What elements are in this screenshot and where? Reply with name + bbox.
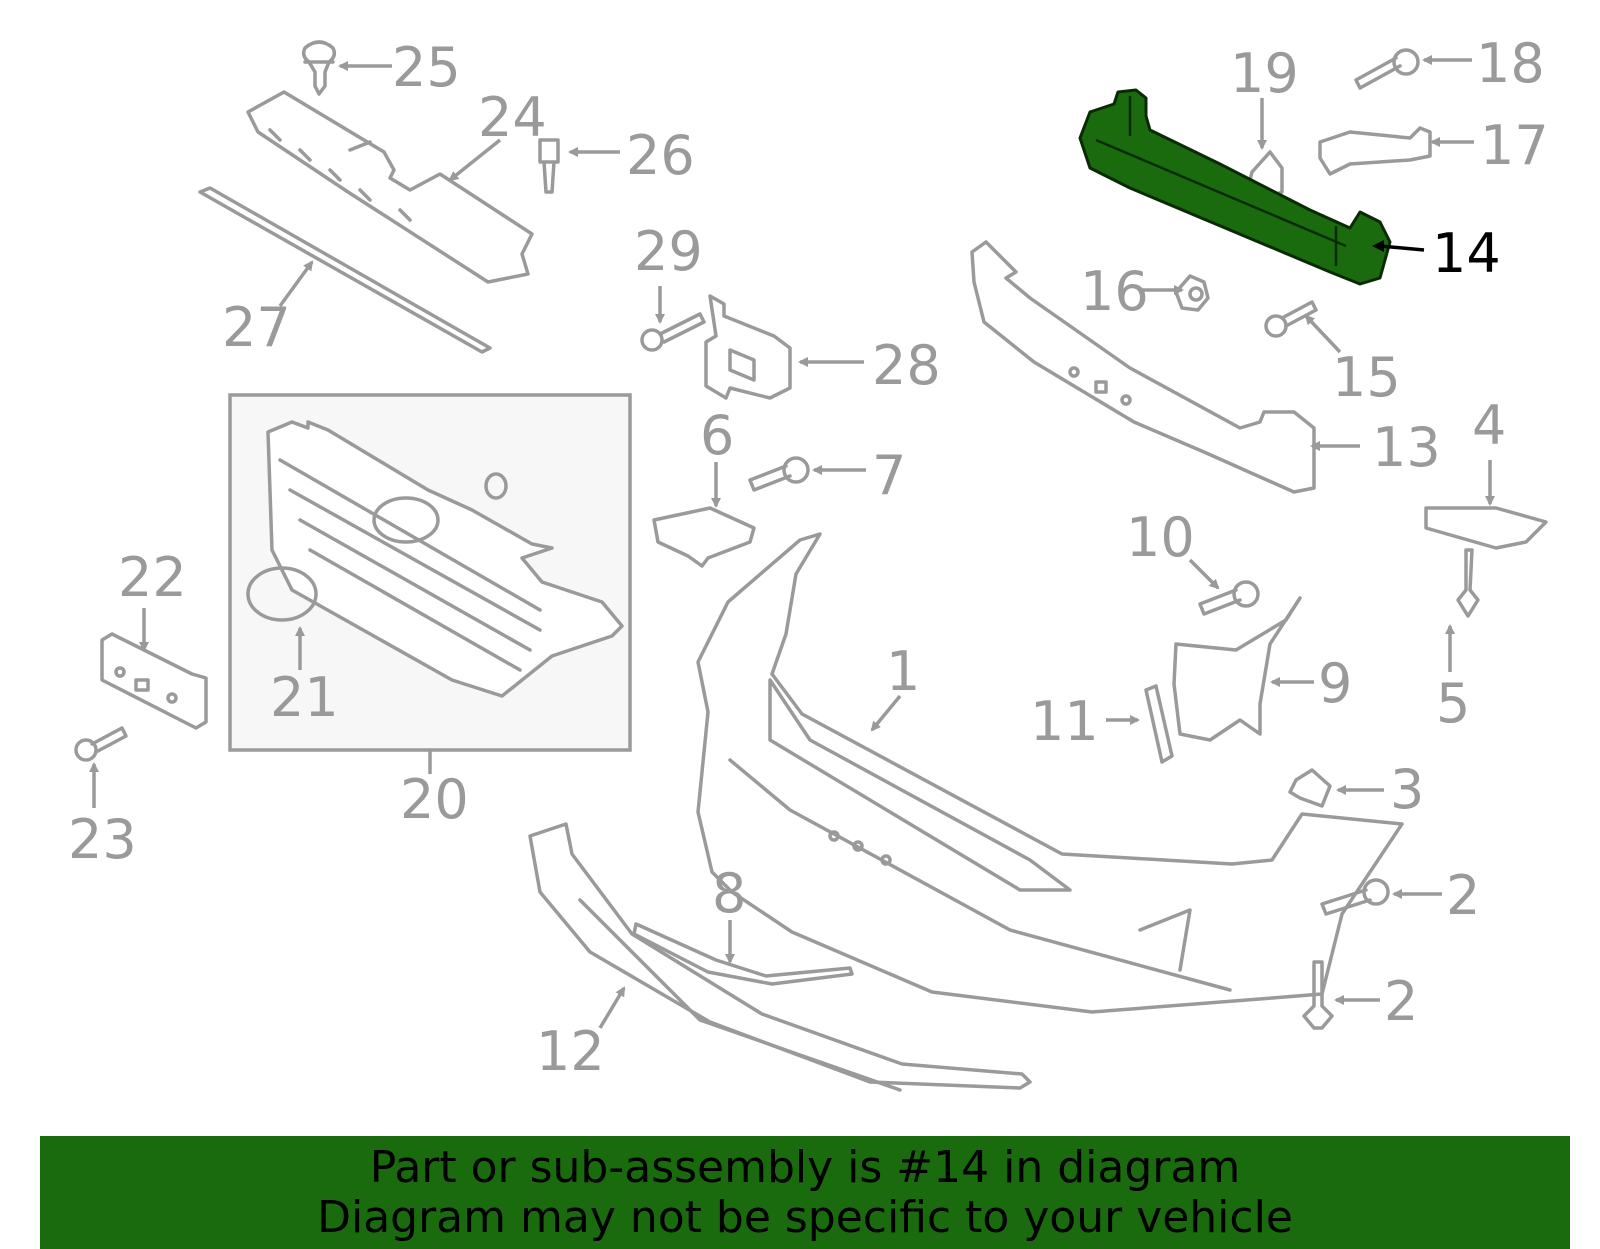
callout-16: 16 [1080, 260, 1149, 323]
part-13-absorber [970, 240, 1316, 494]
callout-18: 18 [1476, 32, 1545, 95]
part-29-bolt [640, 312, 706, 352]
part-5-bolt [1456, 548, 1480, 618]
part-4-insert [1424, 506, 1548, 550]
callout-2a: 2 [1446, 864, 1480, 927]
part-18-bolt [1354, 48, 1420, 90]
part-16-nut [1174, 274, 1210, 312]
banner-line-1: Part or sub-assembly is #14 in diagram [369, 1142, 1241, 1193]
callout-10: 10 [1126, 506, 1195, 569]
part-8-trim [632, 922, 854, 986]
callout-6: 6 [700, 404, 734, 467]
callout-28: 28 [872, 334, 941, 397]
callout-24: 24 [478, 86, 547, 149]
callout-21: 21 [270, 666, 339, 729]
part-25-clip [301, 40, 337, 96]
part-2-screw-a [1320, 878, 1390, 916]
callout-labels: 25 24 26 27 29 28 6 7 1 8 12 21 22 23 20… [68, 32, 1549, 1083]
part-3-clip [1288, 768, 1332, 808]
callout-19: 19 [1230, 42, 1299, 105]
part-2-screw-b [1302, 960, 1334, 1030]
callout-17: 17 [1480, 114, 1549, 177]
part-24-bracket [246, 90, 534, 284]
callout-13: 13 [1372, 416, 1441, 479]
part-26-bolt [538, 138, 560, 194]
callout-23: 23 [68, 808, 137, 871]
callout-2b: 2 [1384, 970, 1418, 1033]
callout-29: 29 [634, 220, 703, 283]
part-9-bracket [1172, 596, 1302, 742]
info-banner: Part or sub-assembly is #14 in diagram D… [40, 1136, 1570, 1249]
callout-11: 11 [1030, 690, 1099, 753]
callout-4: 4 [1472, 394, 1506, 457]
part-11-trim [1144, 684, 1174, 764]
callout-12: 12 [536, 1020, 605, 1083]
callout-14: 14 [1432, 222, 1501, 285]
callout-20: 20 [400, 768, 469, 831]
part-28-bracket [704, 294, 792, 400]
callout-7: 7 [872, 444, 906, 507]
callout-3: 3 [1390, 758, 1424, 821]
callout-8: 8 [712, 862, 746, 925]
part-27-molding [198, 186, 492, 354]
callout-26: 26 [626, 124, 695, 187]
part-14-reinforcement [1078, 88, 1392, 286]
part-1-bumper-cover [696, 532, 1404, 1014]
callout-27: 27 [222, 296, 291, 359]
part-17-bracket [1318, 126, 1432, 176]
part-23-screw [74, 726, 128, 762]
part-22-plate [100, 632, 208, 730]
part-12-lower-strip [528, 822, 1032, 1092]
callout-15: 15 [1332, 346, 1401, 409]
callout-22: 22 [118, 546, 187, 609]
leader-lines [89, 55, 1495, 1029]
callout-1: 1 [886, 640, 920, 703]
part-7-screw [748, 456, 810, 492]
callout-9: 9 [1318, 652, 1352, 715]
banner-line-2: Diagram may not be specific to your vehi… [317, 1192, 1293, 1243]
part-10-screw [1198, 580, 1260, 616]
callout-5: 5 [1436, 672, 1470, 735]
part-15-bolt [1264, 300, 1318, 338]
part-6-bracket [652, 506, 756, 568]
callout-25: 25 [392, 36, 461, 99]
